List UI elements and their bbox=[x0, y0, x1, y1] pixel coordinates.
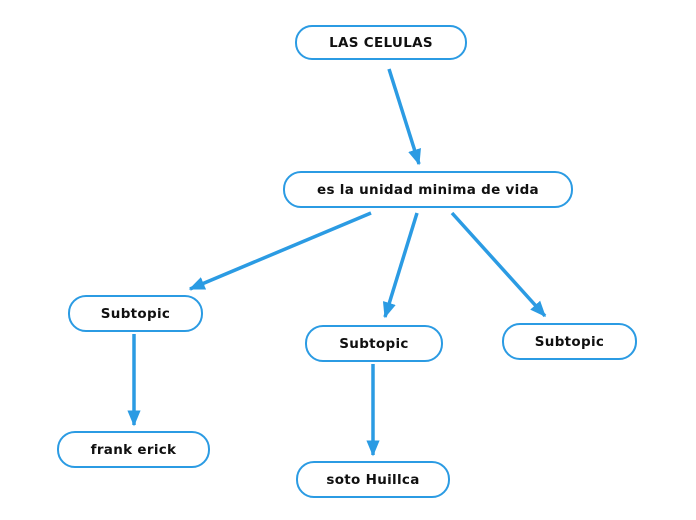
node-label: Subtopic bbox=[534, 333, 605, 350]
connector-root-to-main-idea bbox=[387, 68, 421, 166]
node-label: frank erick bbox=[90, 441, 177, 458]
connector-main-idea-to-subtopic-right bbox=[450, 211, 547, 318]
node-label: Subtopic bbox=[339, 335, 409, 352]
node-soto-huillca[interactable]: soto Huillca bbox=[296, 461, 450, 498]
node-frank-erick[interactable]: frank erick bbox=[57, 431, 210, 468]
connector-main-idea-to-subtopic-mid bbox=[382, 212, 419, 319]
node-subtopic-left[interactable]: Subtopic bbox=[68, 295, 203, 332]
node-label: LAS CELULAS bbox=[329, 34, 433, 51]
node-subtopic-middle[interactable]: Subtopic bbox=[305, 325, 443, 362]
node-label: es la unidad minima de vida bbox=[317, 181, 539, 198]
connector-main-idea-to-subtopic-left bbox=[188, 211, 372, 291]
node-label: soto Huillca bbox=[326, 471, 420, 488]
node-label: Subtopic bbox=[100, 305, 171, 322]
node-subtopic-right[interactable]: Subtopic bbox=[502, 323, 637, 360]
node-las-celulas[interactable]: LAS CELULAS bbox=[295, 25, 467, 60]
node-main-idea[interactable]: es la unidad minima de vida bbox=[283, 171, 573, 208]
